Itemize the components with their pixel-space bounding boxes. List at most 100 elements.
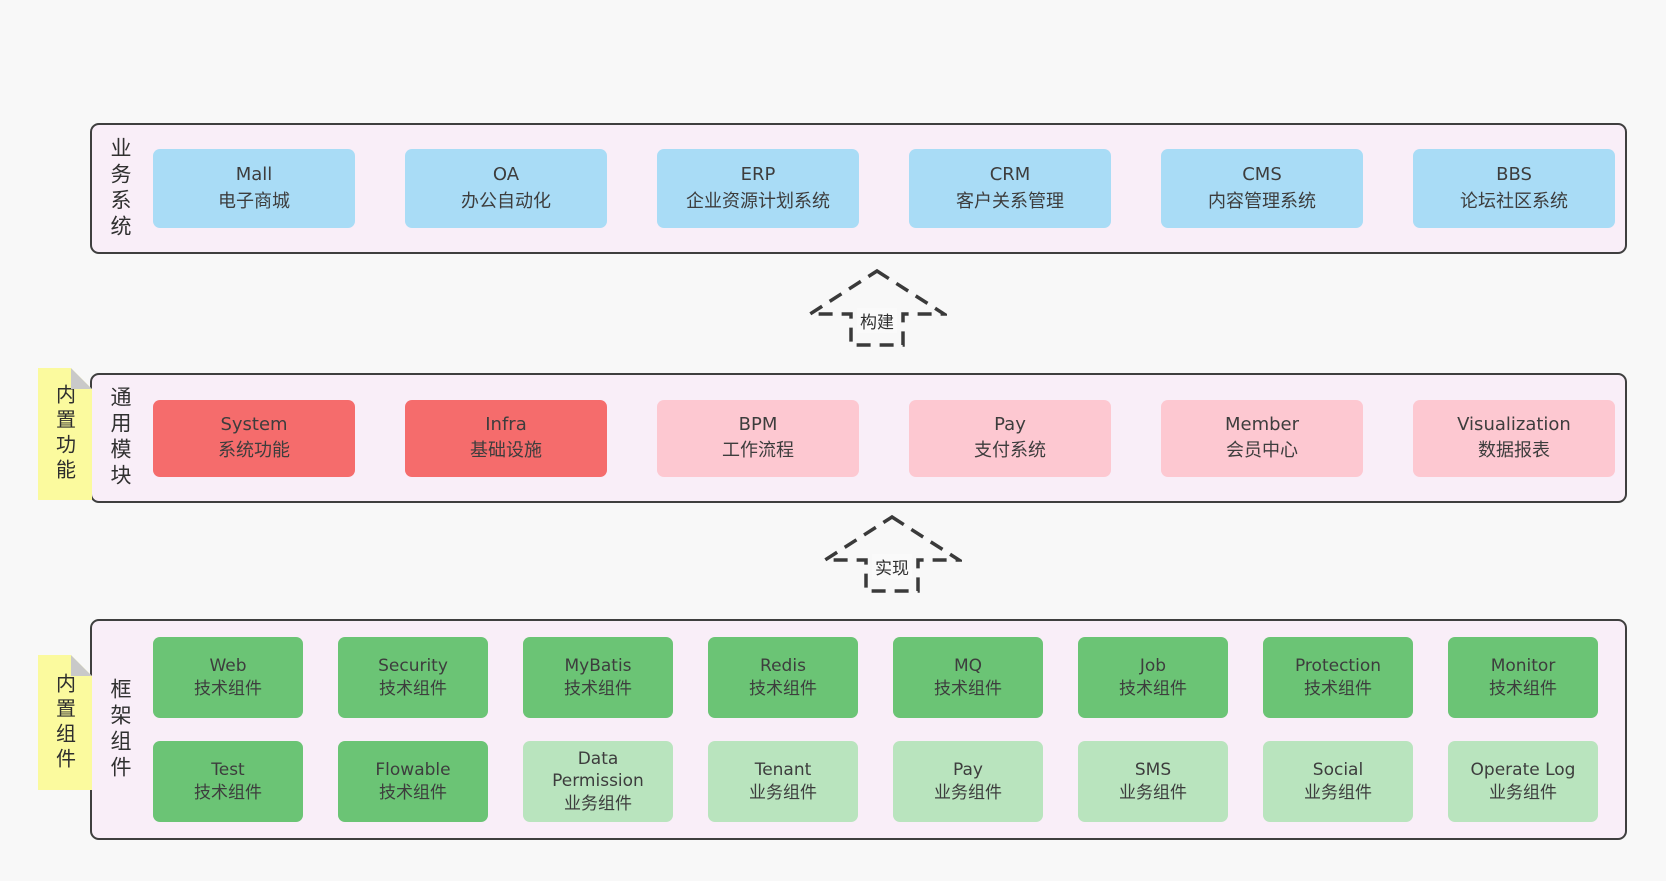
box-subtitle: 技术组件 (1119, 678, 1187, 699)
box-subtitle: 技术组件 (1304, 678, 1372, 699)
box-subtitle: 业务组件 (564, 793, 632, 814)
box-visualization: Visualization 数据报表 (1413, 399, 1615, 477)
box-title: BPM (738, 413, 778, 435)
box-erp: ERP 企业资源计划系统 (657, 149, 859, 228)
box-oa: OA 办公自动化 (405, 149, 607, 228)
box-subtitle: 业务组件 (934, 782, 1002, 803)
box-subtitle: 技术组件 (194, 782, 262, 803)
box-subtitle: 系统功能 (218, 440, 290, 461)
box-title: Operate Log (1470, 760, 1576, 781)
box-subtitle: 办公自动化 (461, 190, 551, 212)
note-label: 内置功能 (52, 384, 77, 484)
box-crm: CRM 客户关系管理 (909, 149, 1111, 228)
note-fold-corner (71, 655, 92, 676)
box-title: Pay (953, 760, 983, 781)
box-title: CMS (1242, 164, 1282, 186)
box-pay: Pay 支付系统 (909, 399, 1111, 477)
box-subtitle: 论坛社区系统 (1460, 190, 1568, 212)
box-bbs: BBS 论坛社区系统 (1413, 149, 1615, 228)
box-title: Security (378, 656, 448, 677)
implement-arrow: 实现 (822, 514, 962, 594)
box-title: Pay (994, 413, 1026, 435)
box-subtitle: 技术组件 (1489, 678, 1557, 699)
box-title: System (220, 413, 288, 435)
box-subtitle: 客户关系管理 (956, 190, 1064, 212)
box-mall: Mall 电子商城 (153, 149, 355, 228)
box-subtitle: 基础设施 (470, 440, 542, 461)
note-fold-corner (71, 368, 92, 389)
box-subtitle: 数据报表 (1478, 440, 1550, 461)
box-title: MQ (953, 656, 983, 677)
box-system: System 系统功能 (153, 399, 355, 477)
layer-business-systems: 业务系统 Mall 电子商城 OA 办公自动化 ERP 企业资源计划系统 CRM 客户关系管理… (90, 123, 1627, 254)
layer-title: 通用模块 (108, 386, 132, 490)
box-title: MyBatis (564, 656, 632, 677)
box-subtitle: 内容管理系统 (1208, 190, 1316, 212)
box-subtitle: 电子商城 (218, 190, 290, 212)
note-label: 内置组件 (52, 672, 77, 773)
arrow-label: 实现 (872, 554, 912, 579)
box-member: Member 会员中心 (1161, 399, 1363, 477)
box-subtitle: 技术组件 (749, 678, 817, 699)
box-title: ERP (740, 164, 776, 186)
box-subtitle: 业务组件 (1489, 782, 1557, 803)
box-subtitle: 会员中心 (1226, 440, 1298, 461)
build-arrow: 构建 (807, 268, 947, 348)
box-title: Member (1224, 413, 1300, 435)
box-title: Tenant (754, 760, 812, 781)
box-subtitle: 支付系统 (974, 440, 1046, 461)
box-subtitle: 技术组件 (379, 782, 447, 803)
box-title: Flowable (375, 760, 451, 781)
box-title: Monitor (1490, 656, 1556, 677)
box-title: Web (209, 656, 247, 677)
box-subtitle: 技术组件 (564, 678, 632, 699)
layer-title: 框架组件 (108, 677, 132, 782)
box-subtitle: 技术组件 (379, 678, 447, 699)
box-row: System 系统功能 Infra 基础设施 BPM 工作流程 Pay 支付系统 Member 会… (92, 399, 1615, 477)
box-title: Test (211, 760, 245, 781)
box-title: Redis (760, 656, 806, 677)
box-title: OA (492, 164, 520, 186)
layer-title: 业务系统 (108, 136, 132, 241)
box-title: Visualization (1457, 413, 1571, 435)
box-title: SMS (1134, 760, 1172, 781)
box-subtitle: 业务组件 (1119, 782, 1187, 803)
box-title: Mall (235, 164, 273, 186)
box-title: CRM (989, 164, 1031, 186)
box-cms: CMS 内容管理系统 (1161, 149, 1363, 228)
box-bpm: BPM 工作流程 (657, 399, 859, 477)
box-row: Mall 电子商城 OA 办公自动化 ERP 企业资源计划系统 CRM 客户关系管理 CMS 内容… (92, 149, 1615, 228)
box-subtitle: 企业资源计划系统 (686, 190, 830, 212)
box-subtitle: 业务组件 (749, 782, 817, 803)
box-infra: Infra 基础设施 (405, 399, 607, 477)
box-title: Infra (485, 413, 527, 435)
box-title: Social (1312, 760, 1364, 781)
box-subtitle: 业务组件 (1304, 782, 1372, 803)
box-subtitle: 技术组件 (934, 678, 1002, 699)
box-title: BBS (1496, 164, 1532, 186)
sticky-note-built-in-components: 内置组件 (38, 655, 92, 790)
box-title: Protection (1294, 656, 1381, 677)
box-title: Job (1139, 656, 1167, 677)
box-subtitle: 工作流程 (722, 440, 794, 461)
box-subtitle: 技术组件 (194, 678, 262, 699)
